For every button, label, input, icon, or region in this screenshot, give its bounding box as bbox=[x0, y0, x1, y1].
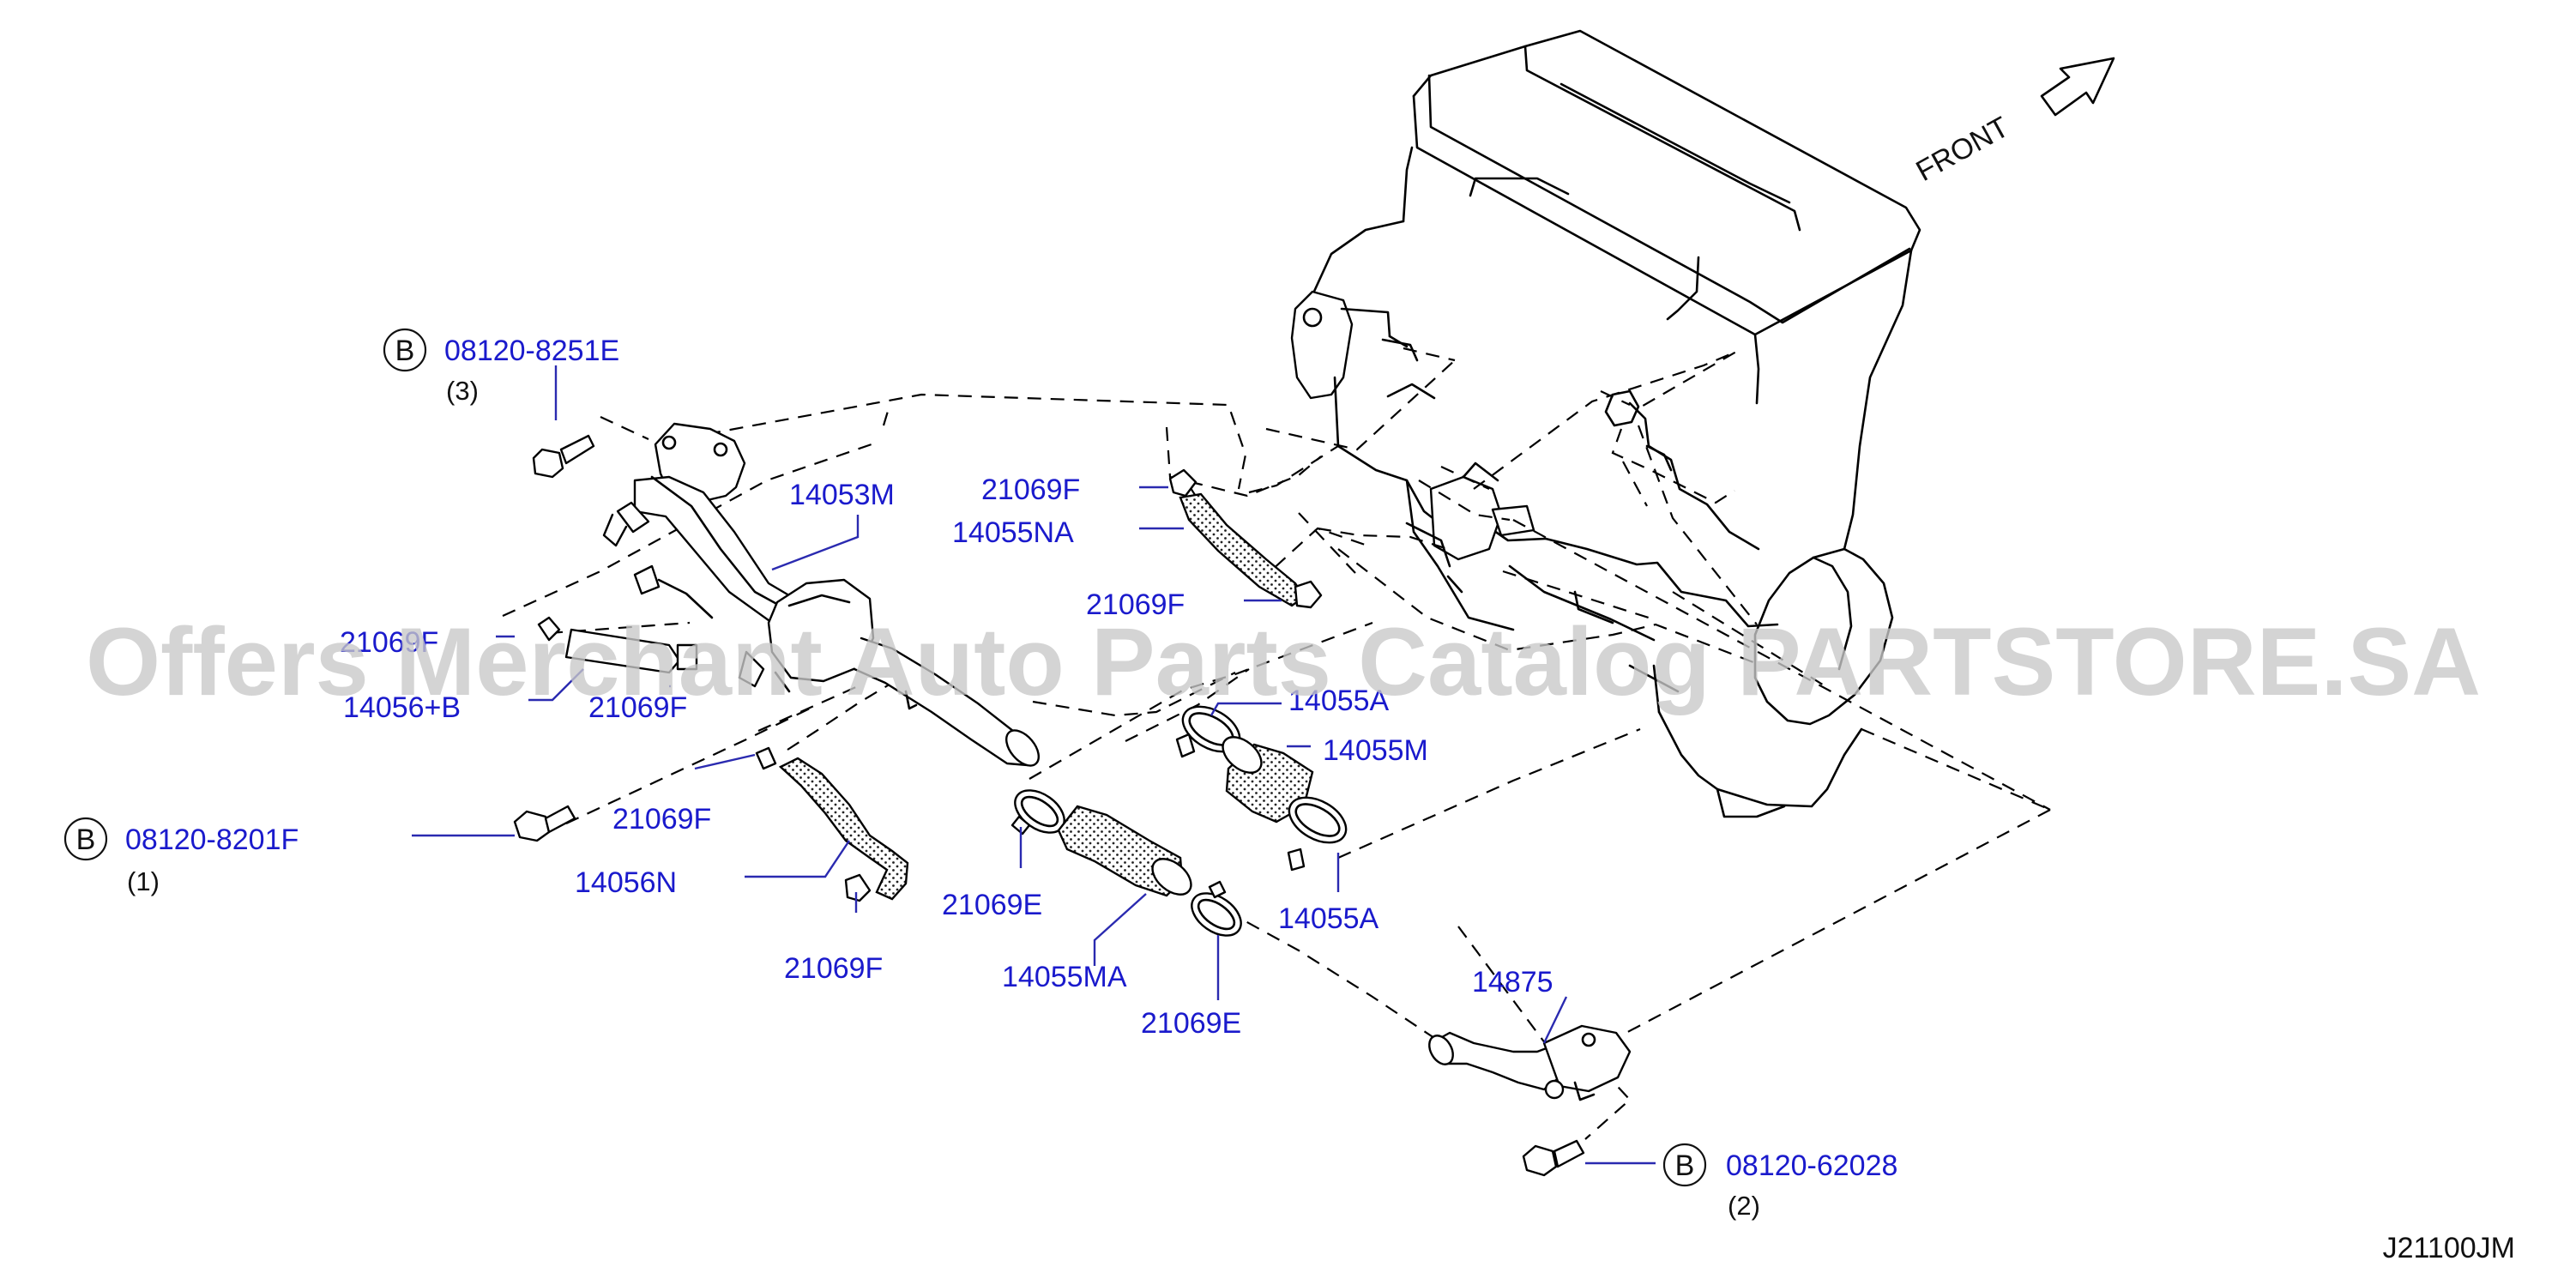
label-08120-62028[interactable]: 08120-62028 bbox=[1726, 1149, 1897, 1182]
bolt-callout-1[interactable]: B 08120-8201F (1) bbox=[63, 817, 299, 896]
bolt-callout-3[interactable]: B 08120-8251E (3) bbox=[383, 328, 619, 406]
bolt-08120-8251E[interactable] bbox=[532, 434, 595, 479]
bolt-08120-8201F[interactable] bbox=[513, 805, 576, 842]
qty-08120-62028: (2) bbox=[1728, 1191, 1760, 1221]
label-21069F-upper[interactable]: 21069F bbox=[981, 474, 1080, 506]
label-14056B[interactable]: 14056+B bbox=[343, 691, 461, 724]
label-21069F-left[interactable]: 21069F bbox=[340, 626, 438, 659]
label-08120-8201F[interactable]: 08120-8201F bbox=[125, 824, 299, 856]
bolt-marker-letter: B bbox=[76, 824, 96, 856]
label-14055MA[interactable]: 14055MA bbox=[1002, 961, 1127, 993]
label-14055M[interactable]: 14055M bbox=[1323, 734, 1428, 767]
part-14056N-hose[interactable] bbox=[755, 746, 909, 902]
bolt-08120-62028[interactable] bbox=[1522, 1139, 1585, 1177]
clamp-14055A-lower[interactable] bbox=[1282, 788, 1354, 872]
part-14875-water-inlet[interactable] bbox=[1425, 1024, 1632, 1101]
label-21069E-right[interactable]: 21069E bbox=[1141, 1007, 1241, 1040]
label-21069F-14056N[interactable]: 21069F bbox=[612, 803, 711, 836]
part-14055MA-hose[interactable] bbox=[1057, 805, 1198, 902]
bolt-callout-2[interactable]: B 08120-62028 (2) bbox=[1662, 1143, 1897, 1221]
engine-block bbox=[1290, 29, 1921, 818]
bolt-marker-circle bbox=[63, 817, 108, 861]
label-21069E-left[interactable]: 21069E bbox=[942, 889, 1042, 921]
label-14055NA[interactable]: 14055NA bbox=[952, 516, 1074, 549]
label-21069F-left-lower[interactable]: 21069F bbox=[588, 691, 687, 724]
bolt-marker-letter: B bbox=[1675, 1149, 1695, 1182]
front-label: FRONT bbox=[1910, 111, 2014, 188]
clamp-21069F-upper[interactable] bbox=[1168, 468, 1198, 498]
qty-08120-8201F: (1) bbox=[127, 866, 160, 896]
diagram-code: J21100JM bbox=[2383, 1232, 2515, 1264]
label-14875[interactable]: 14875 bbox=[1472, 966, 1553, 998]
label-14055A-upper[interactable]: 14055A bbox=[1288, 685, 1390, 717]
clamp-21069E-left[interactable] bbox=[1007, 781, 1071, 841]
part-14056B-hose[interactable] bbox=[537, 616, 698, 674]
bolt-marker-circle bbox=[1662, 1143, 1707, 1187]
label-14055A-lower[interactable]: 14055A bbox=[1278, 902, 1379, 935]
watermark: Offers Merchant Auto Parts Catalog PARTS… bbox=[86, 608, 2481, 715]
bolt-marker-circle bbox=[383, 328, 427, 372]
part-14055NA-hose[interactable] bbox=[1179, 492, 1323, 609]
front-arrow: FRONT bbox=[1910, 57, 2115, 188]
part-14053M-water-outlet[interactable] bbox=[602, 422, 1045, 771]
label-21069F-bottom[interactable]: 21069F bbox=[784, 952, 883, 985]
bolt-marker-letter: B bbox=[395, 335, 415, 367]
clamp-21069E-right[interactable] bbox=[1184, 880, 1248, 944]
qty-08120-8251E: (3) bbox=[446, 376, 479, 406]
label-14056N[interactable]: 14056N bbox=[575, 866, 677, 899]
leader-lines bbox=[412, 365, 1656, 1165]
label-08120-8251E[interactable]: 08120-8251E bbox=[444, 335, 619, 367]
label-14053M[interactable]: 14053M bbox=[789, 479, 895, 511]
label-21069F-mid[interactable]: 21069F bbox=[1086, 588, 1185, 621]
